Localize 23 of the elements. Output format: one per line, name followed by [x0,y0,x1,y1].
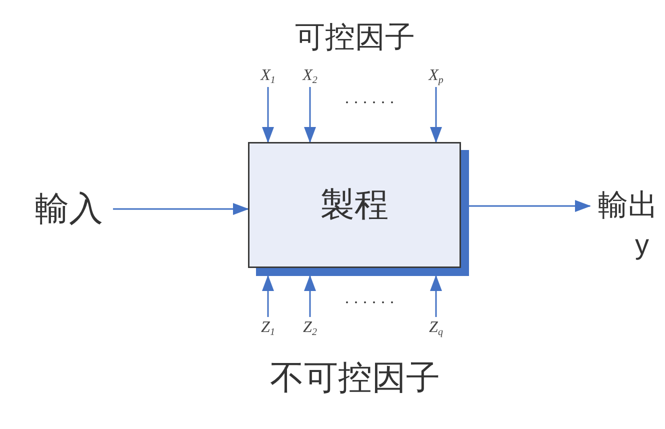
arrow [113,203,249,215]
output-label: 輸出 [598,191,658,221]
variable-label: Z$_{2}$ [303,320,317,336]
variable-label: X$_{1}$ [260,68,276,84]
group-heading: 可控因子 [295,23,415,53]
variable-label: Z$_{1}$ [261,320,275,336]
ellipsis: ...... [345,91,399,107]
arrow [430,275,442,317]
input-label: 輸入 [35,192,103,226]
arrow [262,87,274,143]
arrow [262,275,274,317]
arrow [469,200,591,212]
variable-label: X$_{2}$ [302,68,318,84]
process-label: 製程 [320,188,388,222]
arrow [304,275,316,317]
ellipsis: ...... [345,291,399,307]
group-heading: 不可控因子 [270,361,440,395]
arrow [430,87,442,143]
variable-label: Z$_{q}$ [429,320,443,336]
arrow [304,87,316,143]
variable-label: X$_{p}$ [428,68,444,84]
process-box [248,142,469,276]
output-variable: y [635,231,649,259]
